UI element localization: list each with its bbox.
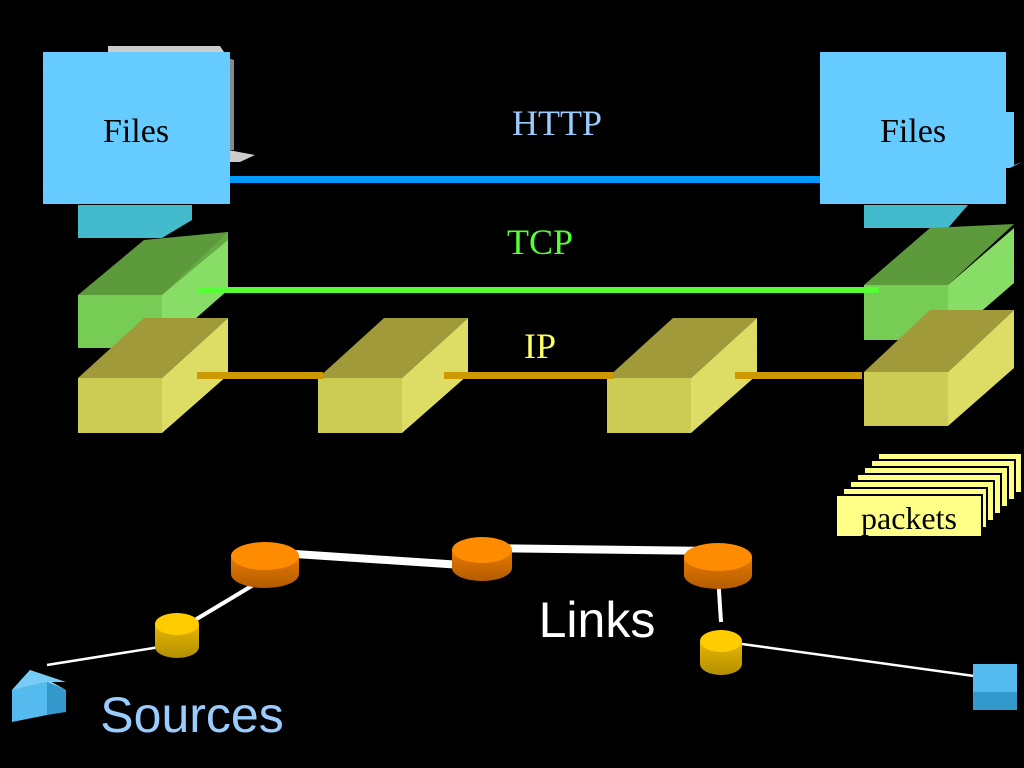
files-label-left: Files [103,113,169,150]
http-line [230,176,820,183]
packets-label: packets [861,500,957,536]
files-box-left [43,52,230,204]
ip-router-block-2 [607,318,757,433]
ip-router-block-1 [318,318,468,433]
http-label: HTTP [512,103,602,143]
tcp-line [197,287,879,293]
link-line [741,642,975,678]
router-icon [155,613,199,658]
ip-line-segment [735,372,862,379]
application-layer-block [78,205,192,238]
tcp-label: TCP [507,222,573,262]
link-line [481,544,716,555]
right-host-stack: Files [820,52,1022,426]
ip-lines [197,372,862,379]
ip-label: IP [524,326,556,366]
host-cube-icon [973,664,1017,710]
router-icon [700,630,742,675]
left-host-stack: Files [43,46,255,433]
ip-layer-block-right [864,310,1014,426]
host-cube-icon [12,670,66,722]
router-icon [231,542,299,588]
ip-layer-block-left [78,318,228,433]
files-box-right [820,52,1006,204]
computer-icon [1005,112,1022,168]
packets-stack: packets [835,452,1023,538]
links-label: Links [539,592,656,648]
ip-line-segment [197,372,323,379]
sources-label: Sources [100,687,283,743]
router-icon [452,537,512,581]
application-layer-block [864,205,968,228]
link-line [46,644,167,667]
ip-line-segment [444,372,614,379]
files-label-right: Files [880,113,946,150]
router-icon [684,543,752,589]
